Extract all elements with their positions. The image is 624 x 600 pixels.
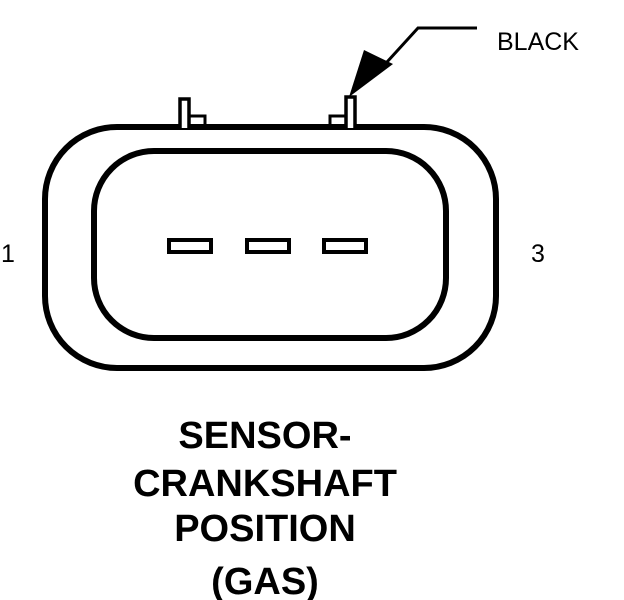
connector-outer-body: [42, 124, 499, 371]
title-line-1: SENSOR-: [178, 415, 351, 457]
wire-color-label: BLACK: [497, 28, 579, 56]
color-leader-arrow: [349, 26, 477, 97]
pin-3-label: 3: [531, 240, 545, 268]
pin-1-label: 1: [1, 240, 15, 268]
terminal-cavity-1: [167, 238, 213, 254]
left-locking-tab: [178, 97, 207, 130]
title-line-2: CRANKSHAFT: [133, 463, 397, 505]
title-line-4: (GAS): [211, 561, 319, 600]
title-line-3: POSITION: [174, 508, 356, 550]
right-locking-tab: [328, 95, 357, 130]
connector-inner-face: [91, 148, 449, 341]
terminal-cavity-2: [245, 238, 291, 254]
terminal-cavity-3: [322, 238, 368, 254]
diagram-title: SENSOR- CRANKSHAFT POSITION (GAS): [133, 415, 397, 600]
